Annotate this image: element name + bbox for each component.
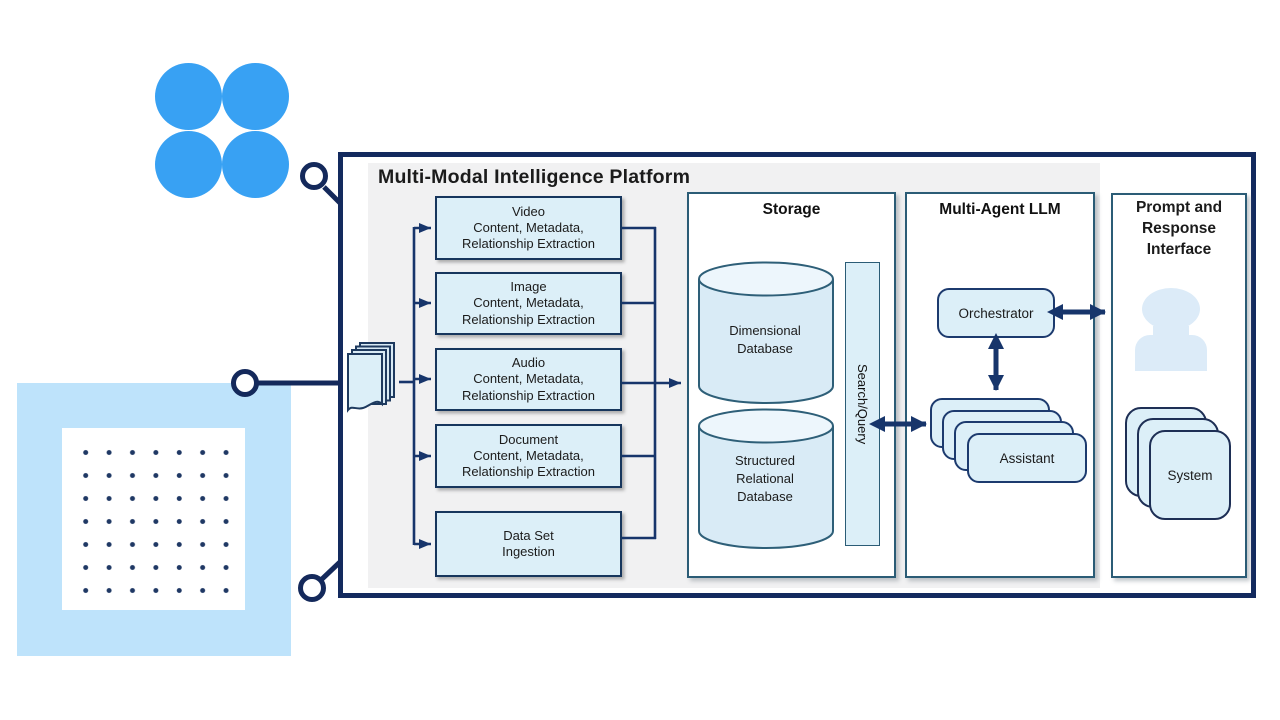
logo-dot-icon <box>222 63 289 130</box>
prompt-response-title: Prompt and Response Interface <box>1135 199 1223 258</box>
relational-database-cylinder <box>698 408 834 549</box>
connector-node-icon <box>300 162 328 190</box>
connector-node-icon <box>298 574 326 602</box>
logo-dot-icon <box>155 131 222 198</box>
system-card-front: System <box>1149 430 1231 520</box>
dataset-ingestion-box: Data Set Ingestion <box>435 511 622 577</box>
logo-dot-icon <box>155 63 222 130</box>
multi-agent-title: Multi-Agent LLM <box>939 201 1061 218</box>
storage-title: Storage <box>762 201 821 218</box>
system-label: System <box>1167 467 1213 483</box>
audio-extraction-box: Audio Content, Metadata, Relationship Ex… <box>435 348 622 411</box>
relational-database-label: Structured Relational Database <box>735 453 795 505</box>
dimensional-database-label: Dimensional Database <box>729 323 801 357</box>
connector-node-icon <box>231 369 259 397</box>
logo-dot-icon <box>222 131 289 198</box>
assistant-label: Assistant <box>999 450 1055 466</box>
platform-frame <box>338 152 1256 598</box>
search-query-label: Search/Query <box>855 363 870 445</box>
document-stack-icon <box>347 342 395 413</box>
multi-agent-section: Multi-Agent LLM <box>905 192 1095 578</box>
dot-grid-pattern <box>74 441 238 602</box>
video-extraction-box: Video Content, Metadata, Relationship Ex… <box>435 196 622 260</box>
document-extraction-box: Document Content, Metadata, Relationship… <box>435 424 622 488</box>
assistant-card-front: Assistant <box>967 433 1087 483</box>
person-icon <box>1135 288 1207 371</box>
orchestrator-node: Orchestrator <box>937 288 1055 338</box>
image-extraction-box: Image Content, Metadata, Relationship Ex… <box>435 272 622 335</box>
page-title: Multi-Modal Intelligence Platform <box>378 166 691 188</box>
dimensional-database-cylinder <box>698 261 834 404</box>
search-query-bar: Search/Query <box>845 262 880 546</box>
